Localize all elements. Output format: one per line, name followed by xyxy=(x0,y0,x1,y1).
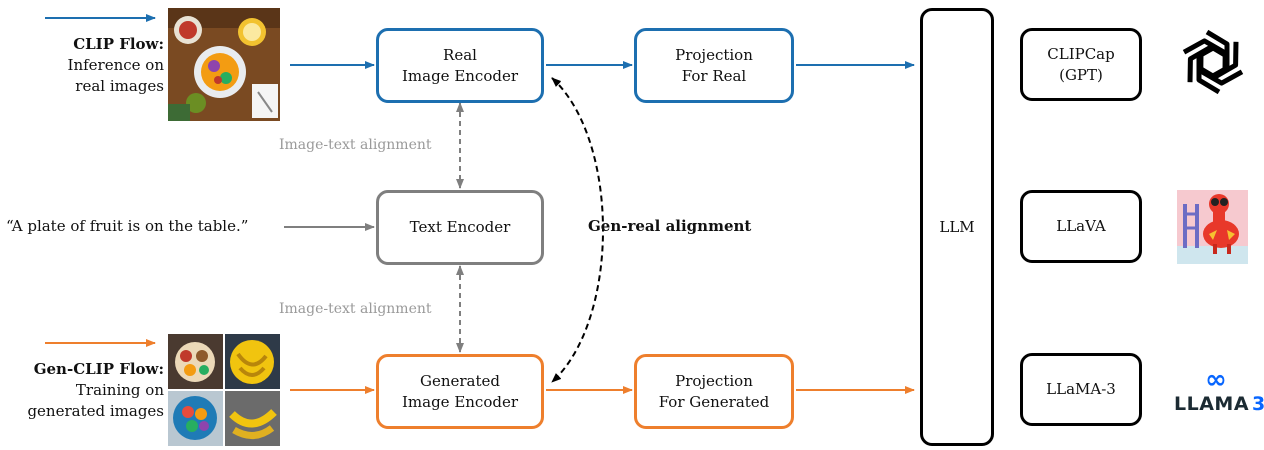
llm-box: LLM xyxy=(920,8,994,446)
gen-clip-flow-label: Gen-CLIP Flow: Training on generated ima… xyxy=(4,359,164,422)
real-image-encoder-box: Real Image Encoder xyxy=(376,28,544,103)
projection-real-box: Projection For Real xyxy=(634,28,794,103)
text-encoder-box: Text Encoder xyxy=(376,190,544,265)
projection-generated-box: Projection For Generated xyxy=(634,354,794,429)
real-fruit-image xyxy=(168,8,280,121)
generated-image-encoder-box: Generated Image Encoder xyxy=(376,354,544,429)
clip-flow-line2: real images xyxy=(75,77,164,95)
clip-flow-line1: Inference on xyxy=(67,56,164,74)
llava-box: LLaVA xyxy=(1020,190,1142,263)
llava-mascot-icon xyxy=(1177,190,1248,264)
gen-clip-flow-title: Gen-CLIP Flow: xyxy=(33,360,164,378)
generated-fruit-images xyxy=(168,334,280,446)
gen-clip-flow-line2: generated images xyxy=(27,402,164,420)
clip-flow-title: CLIP Flow: xyxy=(73,35,164,53)
openai-logo-icon xyxy=(1176,25,1250,99)
meta-infinity-icon: ∞ xyxy=(1205,365,1227,395)
gen-clip-flow-line1: Training on xyxy=(75,381,164,399)
caption-text: “A plate of fruit is on the table.” xyxy=(6,217,249,235)
image-text-alignment-label-top: Image-text alignment xyxy=(279,137,432,153)
image-text-alignment-label-bottom: Image-text alignment xyxy=(279,301,432,317)
llama3-box: LLaMA-3 xyxy=(1020,353,1142,426)
clip-flow-label: CLIP Flow: Inference on real images xyxy=(4,34,164,97)
clipcap-box: CLIPCap (GPT) xyxy=(1020,28,1142,101)
gen-real-alignment-label: Gen-real alignment xyxy=(588,217,752,235)
gen-real-alignment-arrow xyxy=(551,77,604,383)
